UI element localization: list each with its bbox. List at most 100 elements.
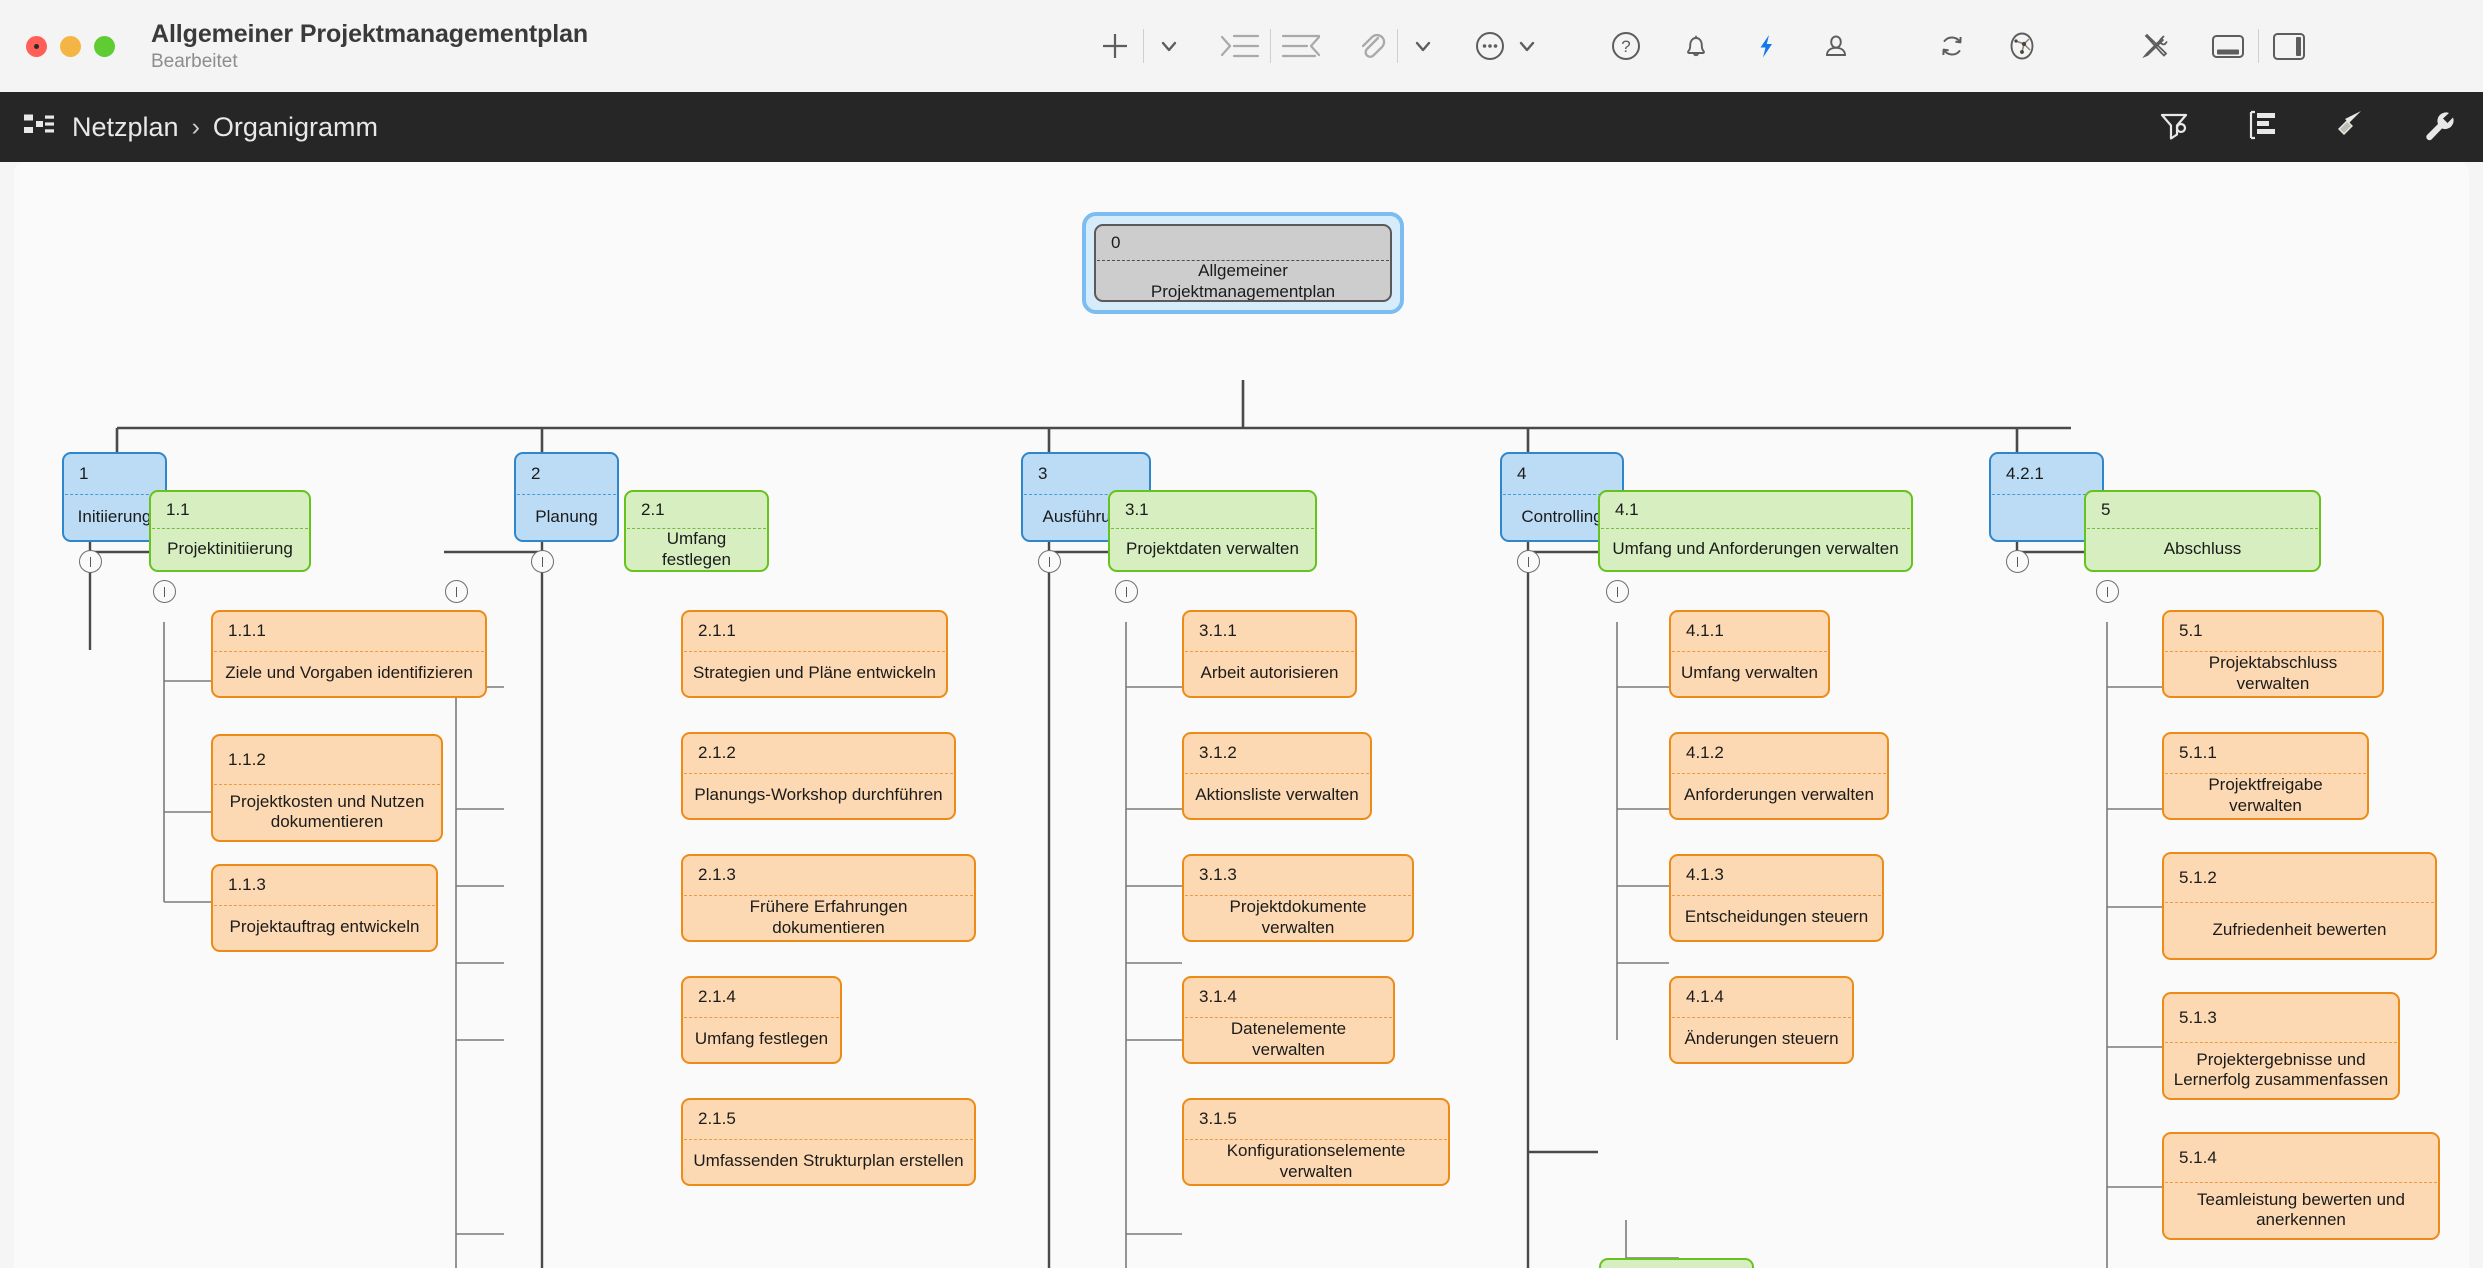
side-panel-icon[interactable] [2267,26,2311,66]
network-share-icon[interactable] [2002,26,2042,66]
node-id: 3.1 [1125,499,1149,519]
breadcrumb: Netzplan › Organigramm [22,112,378,143]
collapse-toggle-3[interactable] [1038,550,1061,573]
collapse-toggle-1-1[interactable] [153,580,176,603]
wrench-settings-icon[interactable] [2419,106,2457,149]
add-icon[interactable] [1095,26,1135,66]
more-options-icon[interactable] [1470,26,1510,66]
add-dropdown-chevron-icon[interactable] [1152,26,1186,66]
node-2-1-5[interactable]: 2.1.5 Umfassenden Strukturplan erstellen [681,1098,976,1186]
node-divider [1111,527,1314,529]
node-1-1[interactable]: 1.1 Projektinitiierung [149,490,311,572]
node-divider [2165,1041,2397,1043]
node-id: 1.1.1 [228,621,266,641]
node-3-1-2[interactable]: 3.1.2 Aktionsliste verwalten [1182,732,1372,820]
node-1-1-1[interactable]: 1.1.1 Ziele und Vorgaben identifizieren [211,610,487,698]
node-divider [517,493,616,495]
node-5-1-1[interactable]: 5.1 Projektabschluss verwalten [2162,610,2384,698]
node-label: Frühere Erfahrungen dokumentieren [749,897,908,937]
maximize-window-button[interactable] [94,35,115,57]
node-divider [1185,894,1411,896]
node-4-1-1[interactable]: 4.1.1 Umfang verwalten [1669,610,1830,698]
node-2-1-1[interactable]: 2.1.1 Strategien und Pläne entwickeln [681,610,948,698]
sync-refresh-icon[interactable] [1932,26,1972,66]
collapse-toggle-2-1[interactable] [445,580,468,603]
user-account-icon[interactable] [1816,26,1856,66]
node-5-1-5[interactable]: 5.1.4 Teamleistung bewerten und anerkenn… [2162,1132,2440,1240]
indent-icon[interactable] [1216,26,1262,66]
node-3-1-5[interactable]: 3.1.5 Konfigurationselemente verwalten [1182,1098,1450,1186]
node-5-1[interactable]: 5 Abschluss [2084,490,2321,572]
node-label: Projektdokumente verwalten [1229,897,1367,937]
close-window-button[interactable] [26,35,47,57]
node-label: Umfassenden Strukturplan erstellen [693,1151,964,1171]
node-id: 5.1.3 [2179,1007,2217,1027]
more-options-chevron-icon[interactable] [1510,26,1544,66]
node-4-1-4[interactable]: 4.1.4 Änderungen steuern [1669,976,1854,1064]
node-3-1-4[interactable]: 3.1.4 Datenelemente verwalten [1182,976,1395,1064]
outdent-icon[interactable] [1279,26,1325,66]
node-4-1-2[interactable]: 4.1.2 Anforderungen verwalten [1669,732,1889,820]
diagram-canvas[interactable]: 0 Allgemeiner Projektmanagementplan 1 In… [14,162,2469,1268]
node-id: 5.1.1 [2179,743,2217,763]
node-id: 4.2 [1601,1260,1752,1268]
node-id: 5.1 [2179,621,2203,641]
node-label: Abschluss [2163,539,2242,559]
outline-list-icon[interactable] [2243,106,2281,149]
node-divider [1672,1016,1851,1018]
node-3-1[interactable]: 3.1 Projektdaten verwalten [1108,490,1317,572]
collapse-toggle-4[interactable] [1517,550,1540,573]
node-divider [1672,772,1886,774]
node-1-1-2[interactable]: 1.1.2 Projektkosten und Nutzen dokumenti… [211,734,443,842]
node-divider [1185,772,1369,774]
node-label: Projektinitiierung [167,539,293,559]
quick-action-bolt-icon[interactable] [1746,26,1786,66]
node-id: 2.1.2 [698,743,736,763]
node-5-1-4[interactable]: 5.1.3 Projektergebnisse und Lernerfolg z… [2162,992,2400,1100]
node-4-1-3[interactable]: 4.1.3 Entscheidungen steuern [1669,854,1884,942]
node-1-1-3[interactable]: 1.1.3 Projektauftrag entwickeln [211,864,438,952]
help-icon[interactable]: ? [1606,26,1646,66]
minimize-window-button[interactable] [60,35,81,57]
node-2[interactable]: 2 Planung [514,452,619,542]
node-id: 5 [2101,499,2111,519]
node-4-1[interactable]: 4.1 Umfang und Anforderungen verwalten [1598,490,1913,572]
node-divider [65,493,164,495]
node-3-1-1[interactable]: 3.1.1 Arbeit autorisieren [1182,610,1357,698]
attachment-dropdown-chevron-icon[interactable] [1406,26,1440,66]
node-0[interactable]: 0 Allgemeiner Projektmanagementplan [1094,224,1392,302]
attachment-icon[interactable] [1355,26,1389,66]
node-2-1[interactable]: 2.1 Umfang festlegen [624,490,769,572]
collapse-toggle-1[interactable] [79,550,102,573]
node-label: Umfang und Anforderungen verwalten [1612,539,1899,559]
node-divider [214,783,440,785]
breadcrumb-item-organigramm[interactable]: Organigramm [212,111,378,142]
notifications-bell-icon[interactable] [1676,26,1716,66]
node-2-1-3[interactable]: 2.1.3 Frühere Erfahrungen dokumentieren [681,854,976,942]
node-2-1-2[interactable]: 2.1.2 Planungs-Workshop durchführen [681,732,956,820]
node-divider [2087,527,2318,529]
filter-funnel-icon[interactable] [2155,106,2193,149]
bottom-panel-icon[interactable] [2206,26,2250,66]
paintbrush-icon[interactable] [2331,106,2369,149]
tools-icon[interactable] [2134,25,2176,67]
node-divider [1601,527,1910,529]
breadcrumb-item-netzplan[interactable]: Netzplan [72,111,179,142]
document-status-label: Bearbeitet [151,50,238,72]
collapse-toggle-3-1[interactable] [1115,580,1138,603]
collapse-toggle-5[interactable] [2006,550,2029,573]
collapse-toggle-5-1[interactable] [2096,580,2119,603]
node-id: 4.1.4 [1686,987,1724,1007]
node-label: Ziele und Vorgaben identifizieren [225,663,473,683]
node-divider [1185,650,1354,652]
node-divider [1503,493,1621,495]
node-label: Projektfreigabe verwalten [2208,775,2323,815]
collapse-toggle-4-1[interactable] [1606,580,1629,603]
node-5-1-3[interactable]: 5.1.2 Zufriedenheit bewerten [2162,852,2437,960]
node-4-2[interactable]: 4.2 Zeitplan steuern [1599,1258,1754,1268]
node-3-1-3[interactable]: 3.1.3 Projektdokumente verwalten [1182,854,1414,942]
node-label: Planungs-Workshop durchführen [694,785,943,805]
collapse-toggle-2[interactable] [531,550,554,573]
node-2-1-4[interactable]: 2.1.4 Umfang festlegen [681,976,842,1064]
node-5-1-2[interactable]: 5.1.1 Projektfreigabe verwalten [2162,732,2369,820]
